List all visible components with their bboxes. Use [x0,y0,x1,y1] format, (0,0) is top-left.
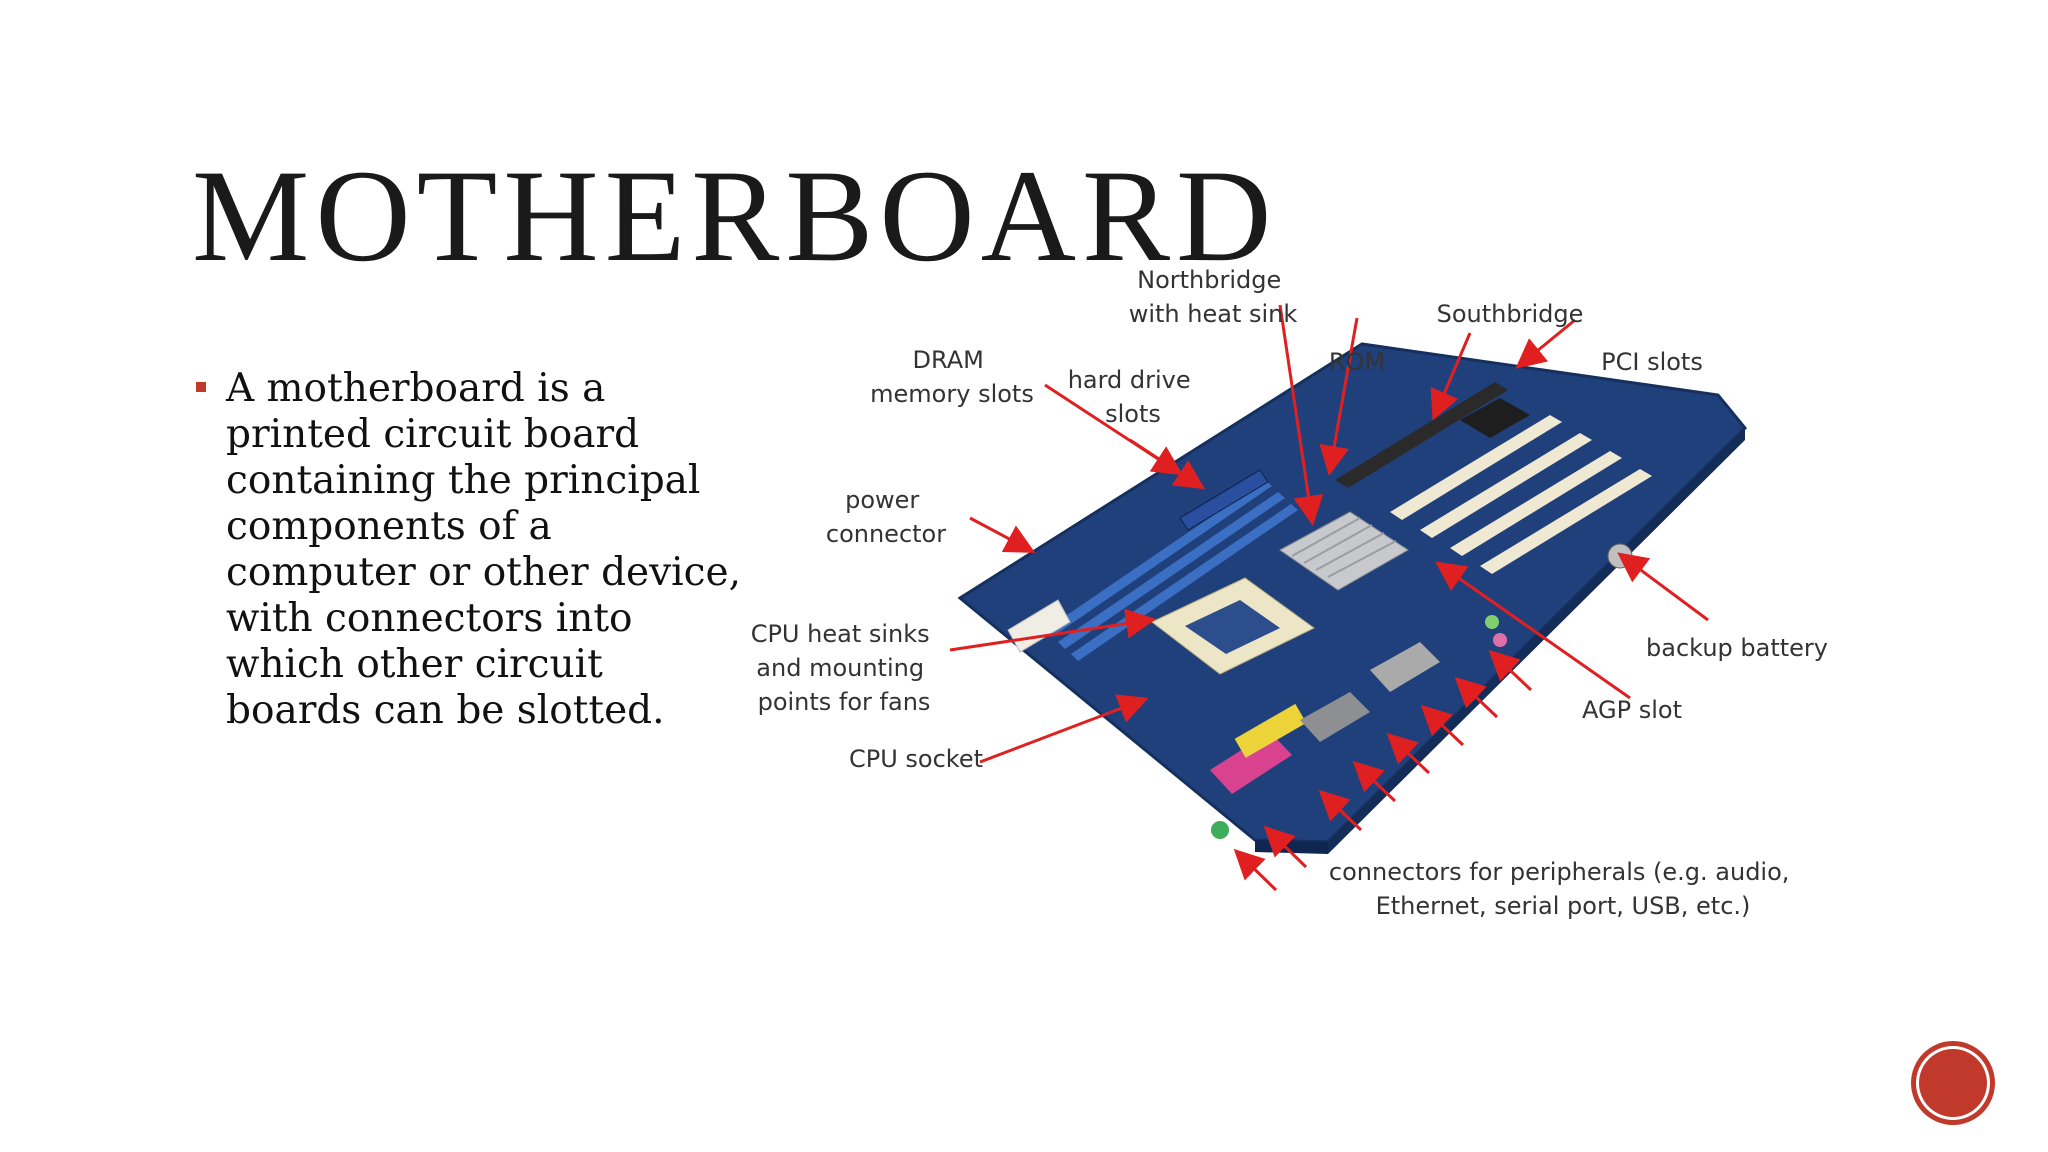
label-hard-drive: hard drive slots [1068,366,1199,428]
label-peripherals: connectors for peripherals (e.g. audio, … [1329,858,1797,920]
motherboard-image [957,342,1748,854]
cpu-socket [1151,577,1315,675]
motherboard-diagram: Northbridge with heat sink Southbridge R… [751,266,1828,920]
label-dram: DRAM memory slots [870,346,1034,408]
pci-slots [1390,415,1652,574]
label-cpu-socket: CPU socket [849,745,983,773]
label-cpu-heat-sinks: CPU heat sinks and mounting points for f… [751,620,938,716]
label-pci-slots: PCI slots [1601,348,1703,376]
label-backup-battery: backup battery [1646,634,1828,662]
bullet-marker [196,382,206,392]
label-rom: ROM [1329,348,1385,376]
backup-battery [1607,543,1633,569]
slide-title: MOTHERBOARD [192,150,1278,264]
agp-slot [1335,382,1508,488]
labels: Northbridge with heat sink Southbridge R… [751,266,1828,920]
next-slide-button[interactable] [1916,1046,1990,1120]
arrows [949,304,1709,892]
label-northbridge: Northbridge with heat sink [1129,266,1298,328]
hdd-connector [1179,469,1269,531]
label-power-connector: power connector [826,486,946,548]
io-panel [1210,615,1507,839]
label-agp-slot: AGP slot [1582,696,1682,724]
label-southbridge: Southbridge [1437,300,1584,328]
northbridge-heatsink [1279,511,1409,591]
bullet-text: A motherboard is a printed circuit board… [226,366,741,733]
southbridge-chip [1460,398,1530,438]
